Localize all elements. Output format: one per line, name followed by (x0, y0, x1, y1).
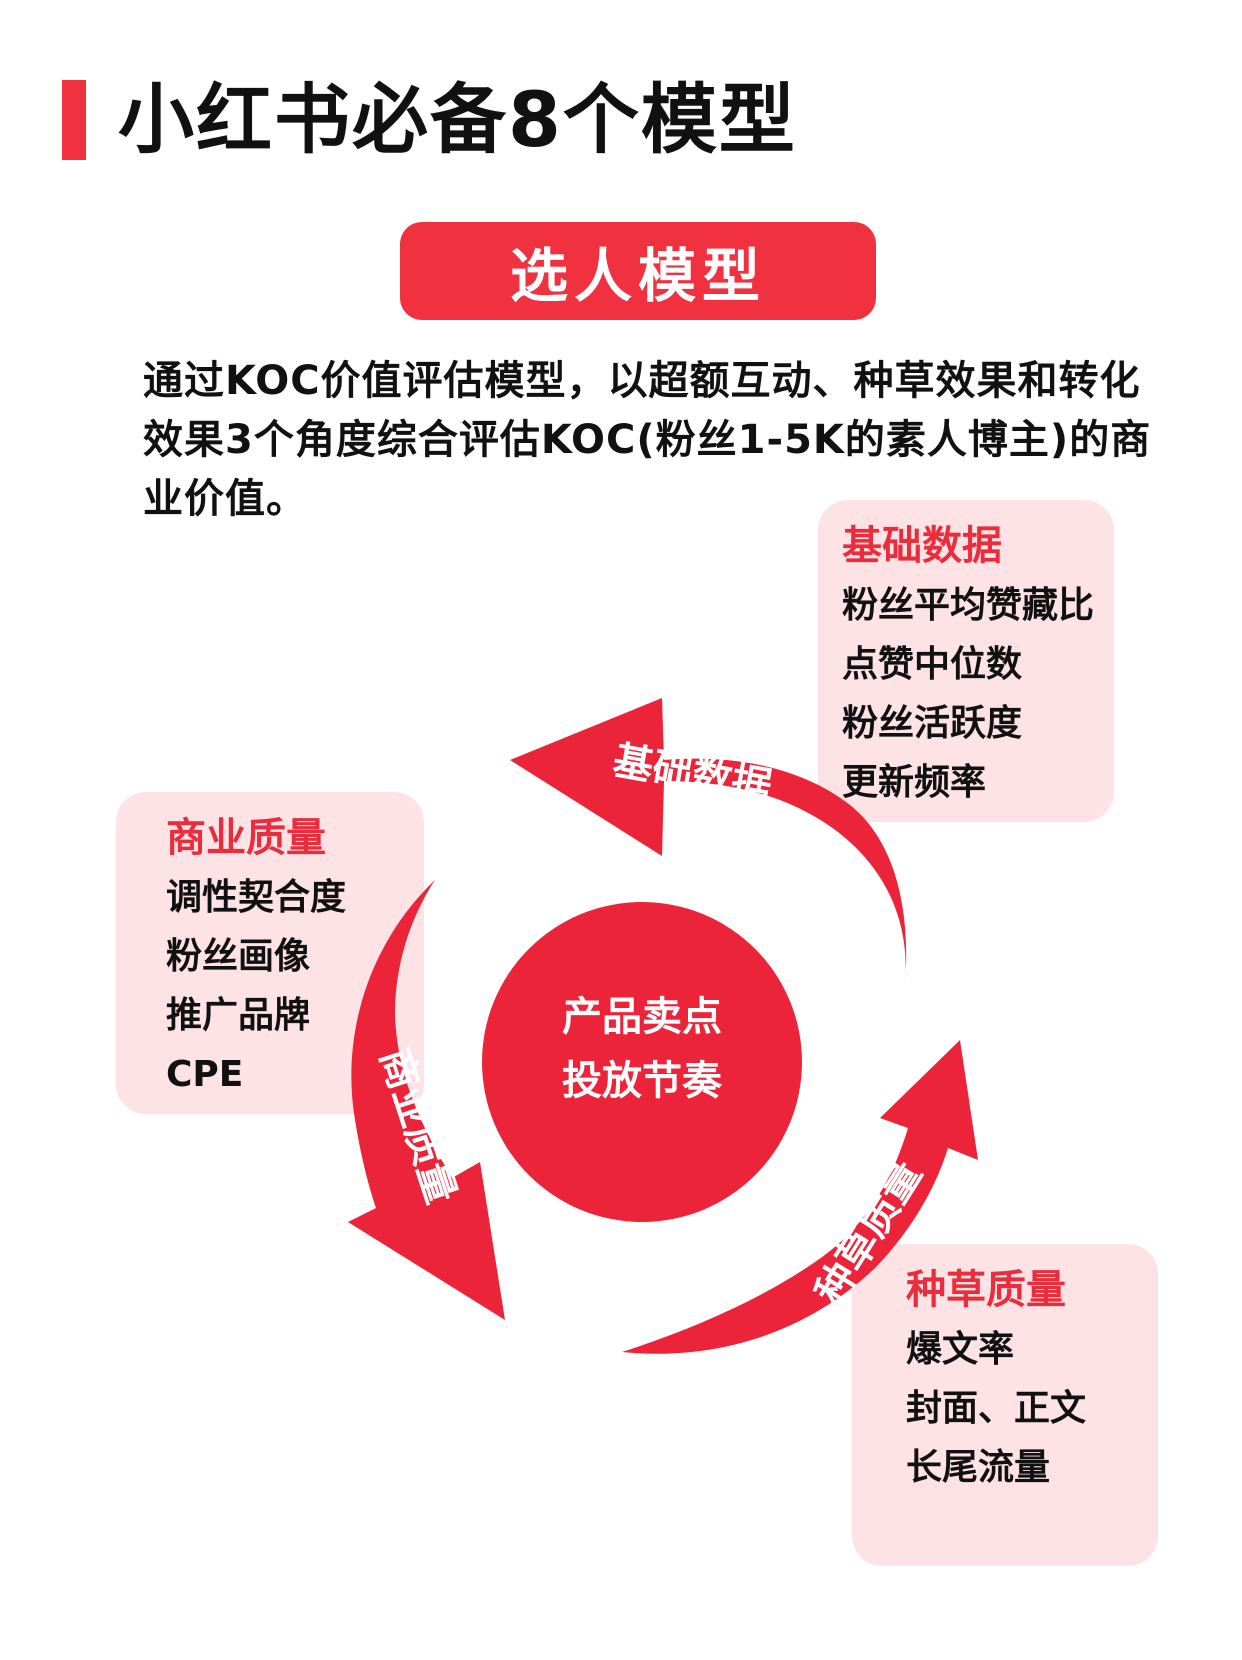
title-accent-bar (62, 80, 86, 160)
card-seeding-quality: 种草质量 爆文率 封面、正文 长尾流量 (852, 1244, 1158, 1566)
card-item: 封面、正文 (906, 1388, 1087, 1429)
card-item: 粉丝平均赞藏比 (842, 585, 1095, 626)
center-label-line1: 产品卖点 (562, 994, 722, 1040)
card-item: 更新频率 (842, 762, 987, 803)
center-label-line2: 投放节奏 (562, 1058, 723, 1104)
card-item: 推广品牌 (166, 995, 311, 1036)
card-commercial-quality: 商业质量 调性契合度 粉丝画像 推广品牌 CPE (116, 792, 424, 1114)
card-item: 爆文率 (906, 1329, 1015, 1370)
model-name: 选人模型 (509, 242, 766, 310)
card-item: CPE (166, 1054, 244, 1095)
card-item: 粉丝活跃度 (842, 703, 1023, 744)
model-description: 通过KOC价值评估模型，以超额互动、种草效果和转化效果3个角度综合评估KOC(粉… (143, 358, 1152, 522)
card-basic-data: 基础数据 粉丝平均赞藏比 点赞中位数 粉丝活跃度 更新频率 (818, 500, 1114, 822)
page-title: 小红书必备8个模型 (118, 75, 797, 164)
center-circle (482, 902, 802, 1222)
card-item: 粉丝画像 (166, 936, 311, 977)
card-item: 点赞中位数 (842, 644, 1023, 685)
card-title: 种草质量 (906, 1267, 1066, 1313)
card-title: 商业质量 (166, 815, 326, 861)
arrow-label-basic: 基础数据 (609, 738, 775, 811)
model-name-badge: 选人模型 (400, 222, 876, 320)
card-item: 长尾流量 (906, 1447, 1051, 1488)
card-item: 调性契合度 (166, 877, 347, 918)
card-title: 基础数据 (842, 523, 1002, 569)
